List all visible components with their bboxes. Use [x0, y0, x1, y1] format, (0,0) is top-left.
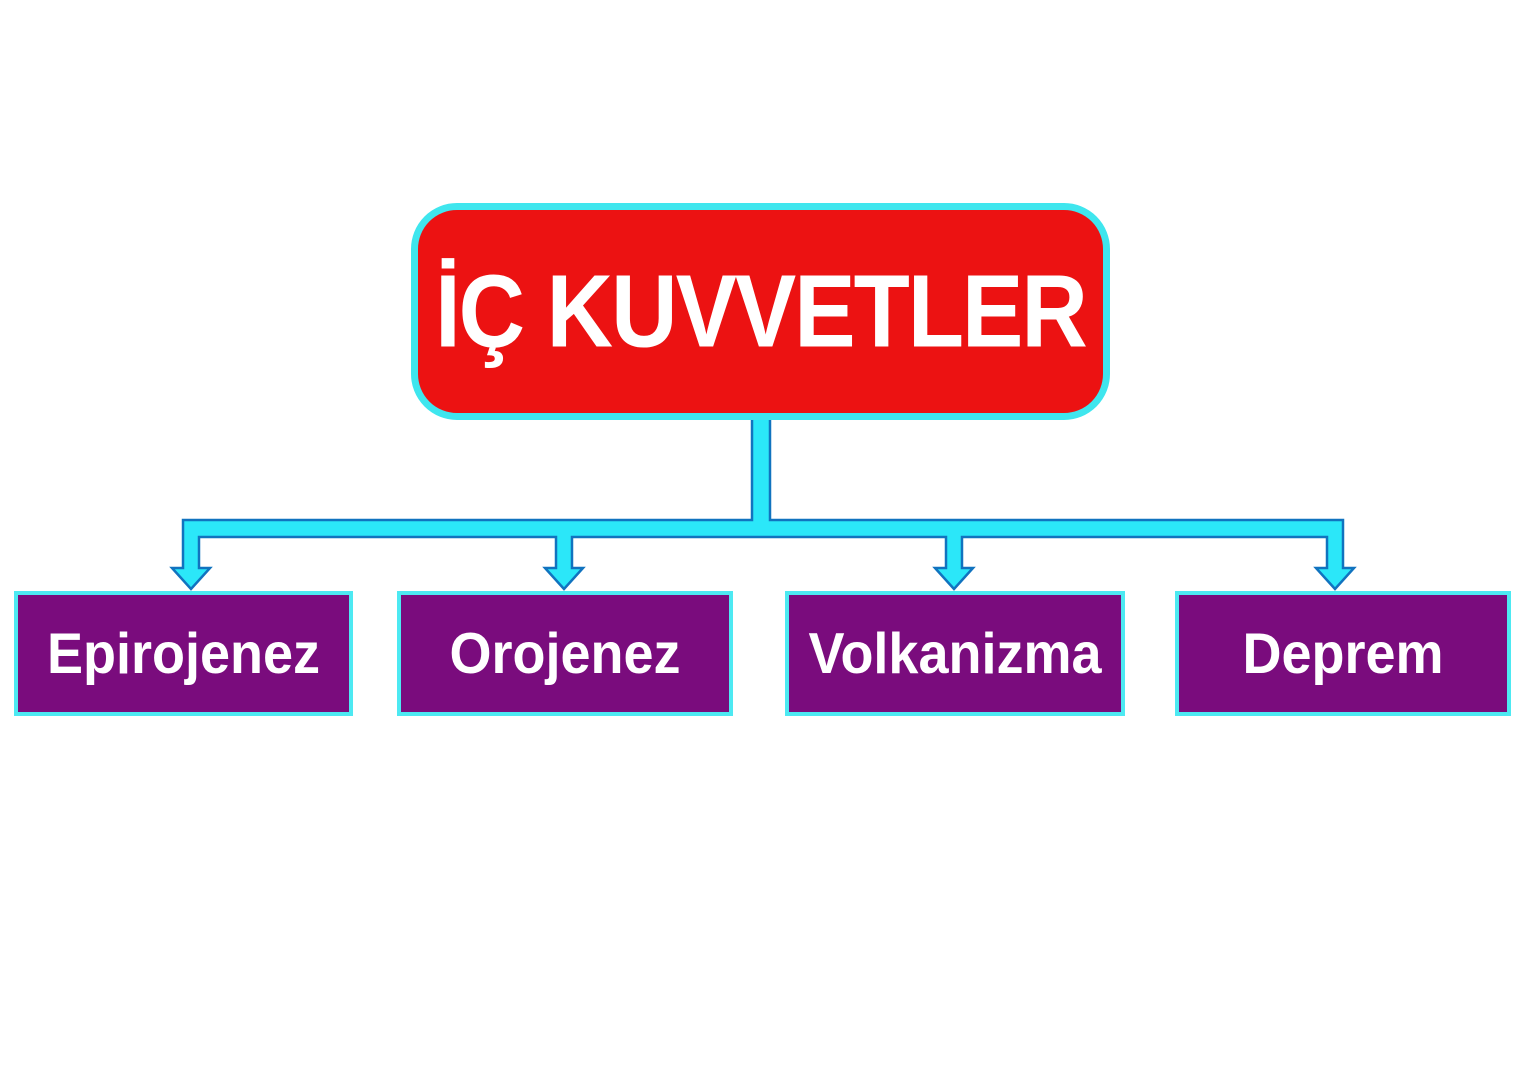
node-deprem: Deprem	[1175, 591, 1511, 716]
child-node-label: Epirojenez	[46, 621, 321, 686]
child-node-label: Deprem	[1242, 621, 1444, 686]
node-root-ic-kuvvetler: İÇ KUVVETLER	[411, 203, 1110, 420]
child-node-label: Volkanizma	[808, 621, 1102, 686]
connector-arrows-path	[169, 414, 1357, 591]
node-orojenez: Orojenez	[397, 591, 733, 716]
root-node-label: İÇ KUVVETLER	[435, 254, 1088, 369]
node-epirojenez: Epirojenez	[14, 591, 353, 716]
child-node-label: Orojenez	[449, 621, 681, 686]
node-volkanizma: Volkanizma	[785, 591, 1125, 716]
